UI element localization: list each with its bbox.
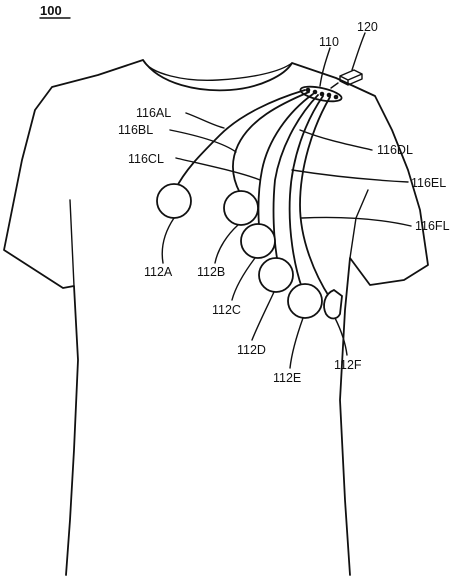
label-112D: 112D: [237, 343, 266, 357]
connector-cable: [330, 82, 339, 89]
shirt-outline: [3, 59, 429, 576]
collar-band: [142, 59, 293, 82]
label-116DL: 116DL: [377, 143, 413, 157]
lead-116BL: [232, 91, 310, 194]
figure-number: 100: [40, 3, 62, 18]
electrode-112A: [156, 183, 192, 219]
electrode-112D: [258, 257, 294, 293]
leader-112A: [161, 217, 175, 264]
leader-112B: [214, 224, 239, 264]
leader-116DL: [299, 129, 373, 151]
label-112B: 112B: [197, 265, 225, 279]
electrode-112F: [323, 288, 343, 320]
leader-112D: [251, 291, 275, 341]
right-sleeve-seam: [349, 189, 369, 259]
lead-116AL: [174, 89, 306, 191]
label-116BL: 116BL: [118, 123, 153, 137]
label-112A: 112A: [144, 265, 173, 279]
hub-port: [333, 94, 339, 100]
electrode-112B: [223, 190, 259, 226]
leader-112E: [289, 317, 304, 369]
electrode-112E: [287, 283, 323, 319]
leader-116CL: [175, 157, 261, 181]
label-112F: 112F: [334, 358, 362, 372]
lead-116EL: [288, 95, 324, 289]
connector-120: [339, 69, 363, 86]
lead-116DL: [272, 94, 319, 259]
leader-116AL: [185, 112, 225, 129]
label-112E: 112E: [273, 371, 301, 385]
leader-110: [319, 47, 331, 87]
leader-116EL: [291, 169, 409, 183]
label-116EL: 116EL: [411, 176, 446, 190]
lead-116FL: [299, 96, 331, 299]
label-112C: 112C: [212, 303, 241, 317]
left-sleeve-seam: [69, 199, 75, 287]
electrode-112C: [240, 223, 276, 259]
label-116CL: 116CL: [128, 152, 164, 166]
leader-120: [351, 32, 366, 71]
label-116AL: 116AL: [136, 106, 171, 120]
leader-116BL: [169, 129, 237, 153]
leader-116FL: [301, 216, 412, 227]
leader-112C: [231, 257, 256, 301]
leader-112F: [334, 317, 348, 356]
label-116FL: 116FL: [415, 219, 450, 233]
label-110: 110: [319, 35, 339, 49]
label-120: 120: [357, 20, 378, 34]
hub-port: [312, 89, 318, 95]
